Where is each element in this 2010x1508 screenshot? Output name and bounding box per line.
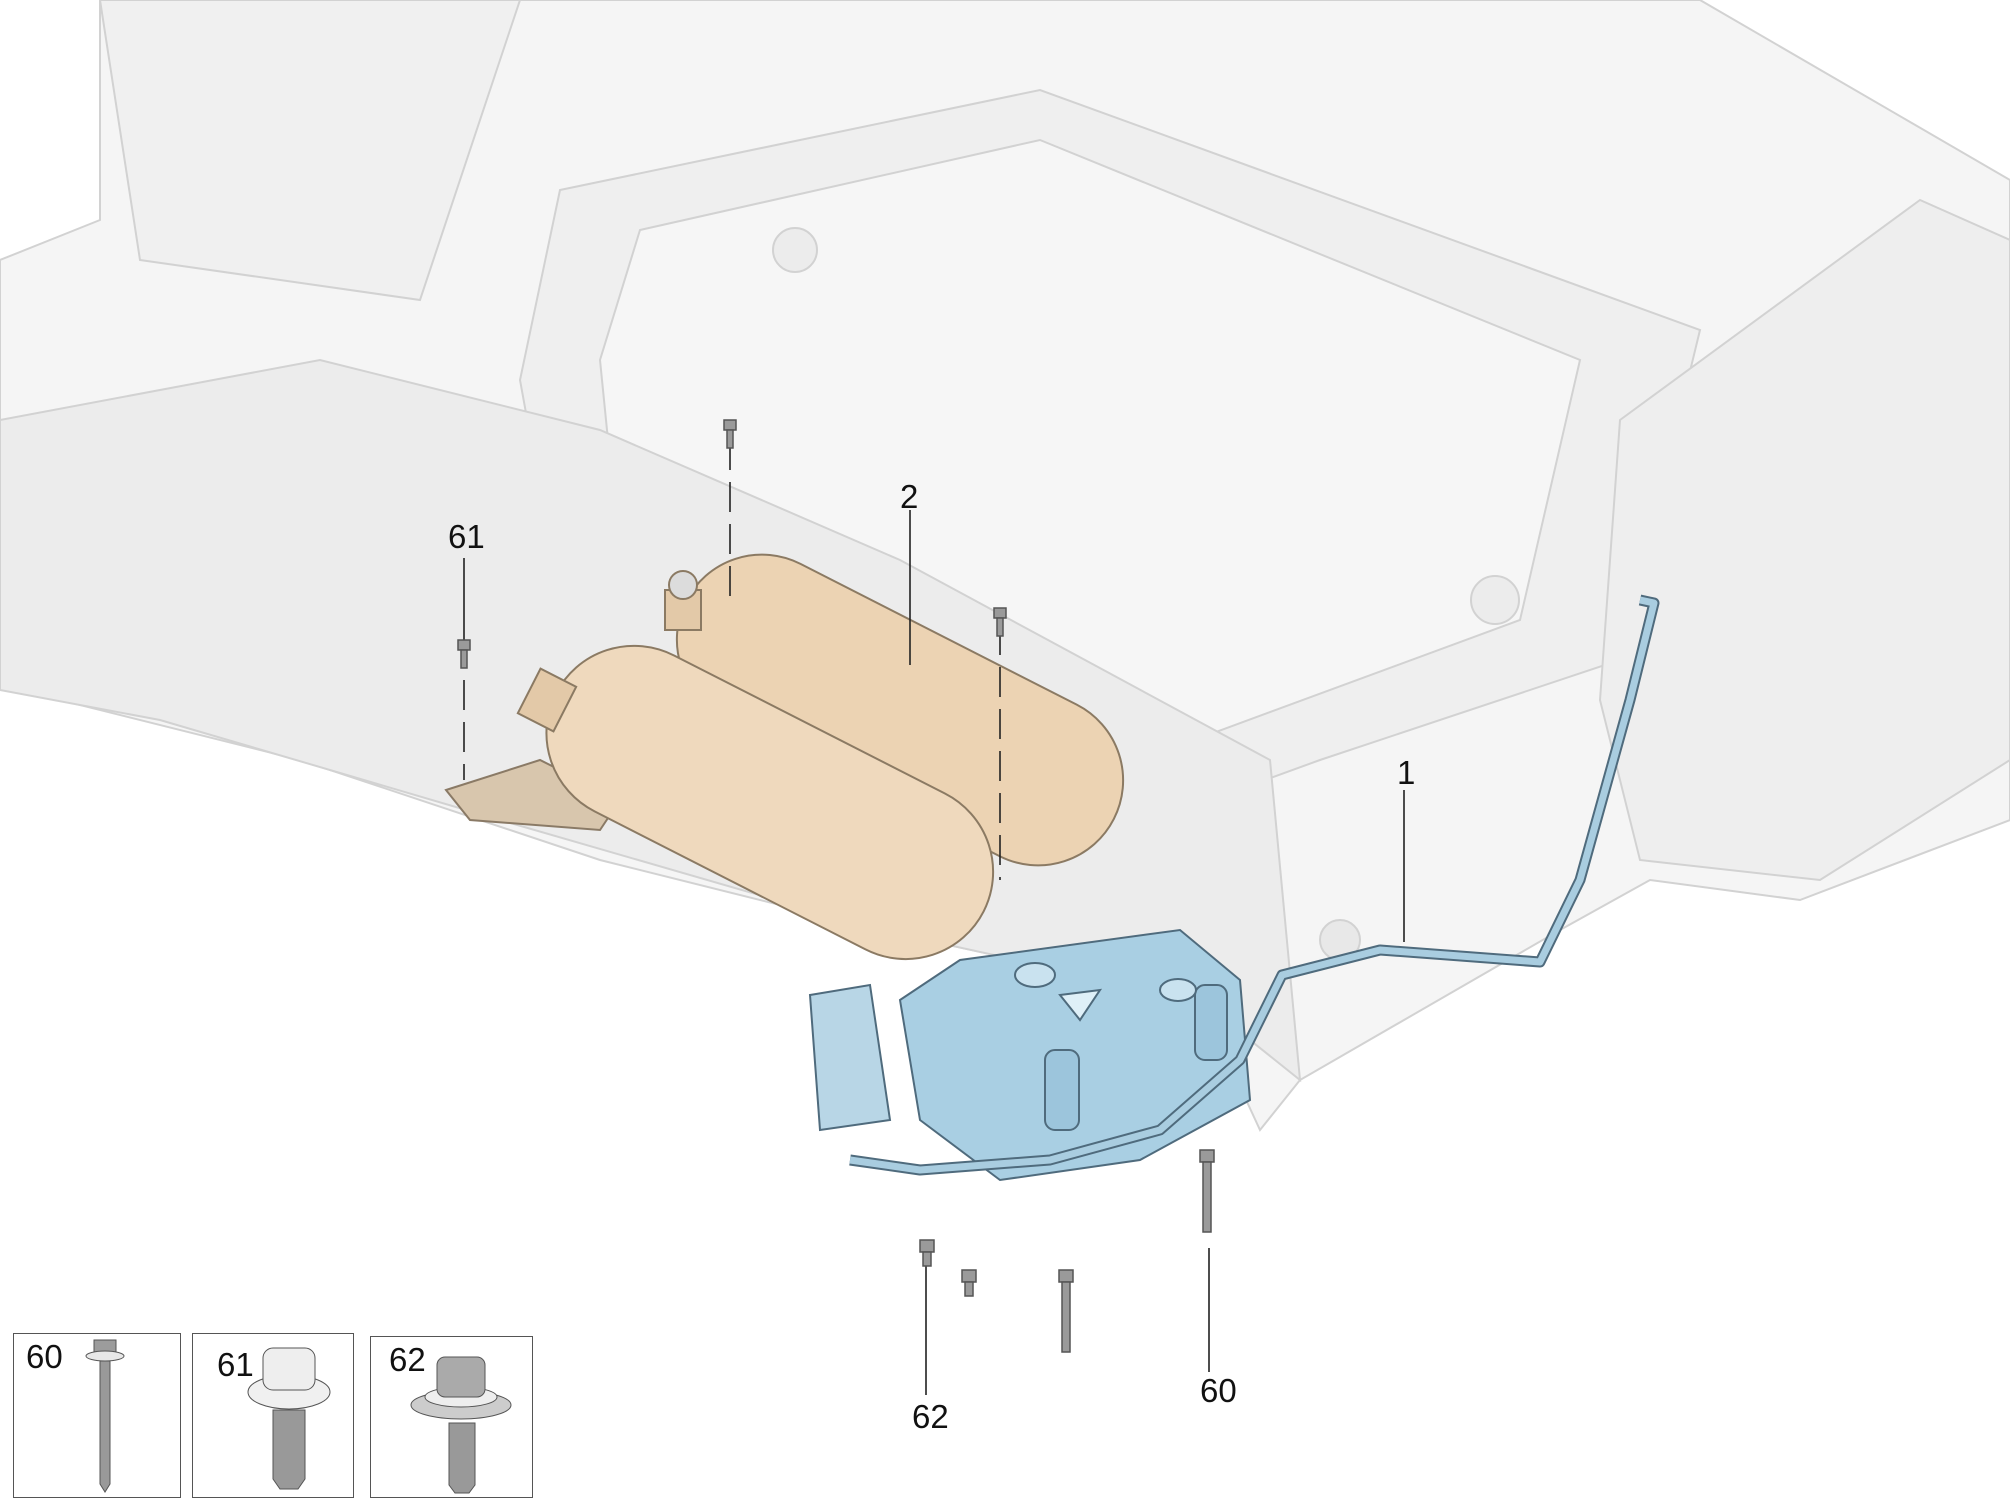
bolt-62-icon xyxy=(410,1356,512,1494)
pressure-reservoir xyxy=(516,553,1125,961)
inset-bolt-61: 61 xyxy=(192,1333,354,1498)
inset-bolt-60: 60 xyxy=(13,1333,181,1498)
leader-lines xyxy=(463,440,1405,1395)
callout-62: 62 xyxy=(912,1398,949,1435)
callout-1: 1 xyxy=(1397,754,1416,791)
inset-label: 62 xyxy=(389,1341,426,1378)
bolt-61-icon xyxy=(247,1347,331,1490)
callout-61: 61 xyxy=(448,518,485,555)
inset-label: 61 xyxy=(217,1346,254,1383)
callout-2: 2 xyxy=(900,478,919,515)
inset-bolt-62: 62 xyxy=(370,1336,533,1498)
bolts xyxy=(457,419,1215,1353)
inset-label: 60 xyxy=(26,1338,63,1375)
air-supply-unit xyxy=(808,928,1252,1182)
callout-60: 60 xyxy=(1200,1372,1237,1409)
bolt-60-icon xyxy=(85,1339,125,1493)
